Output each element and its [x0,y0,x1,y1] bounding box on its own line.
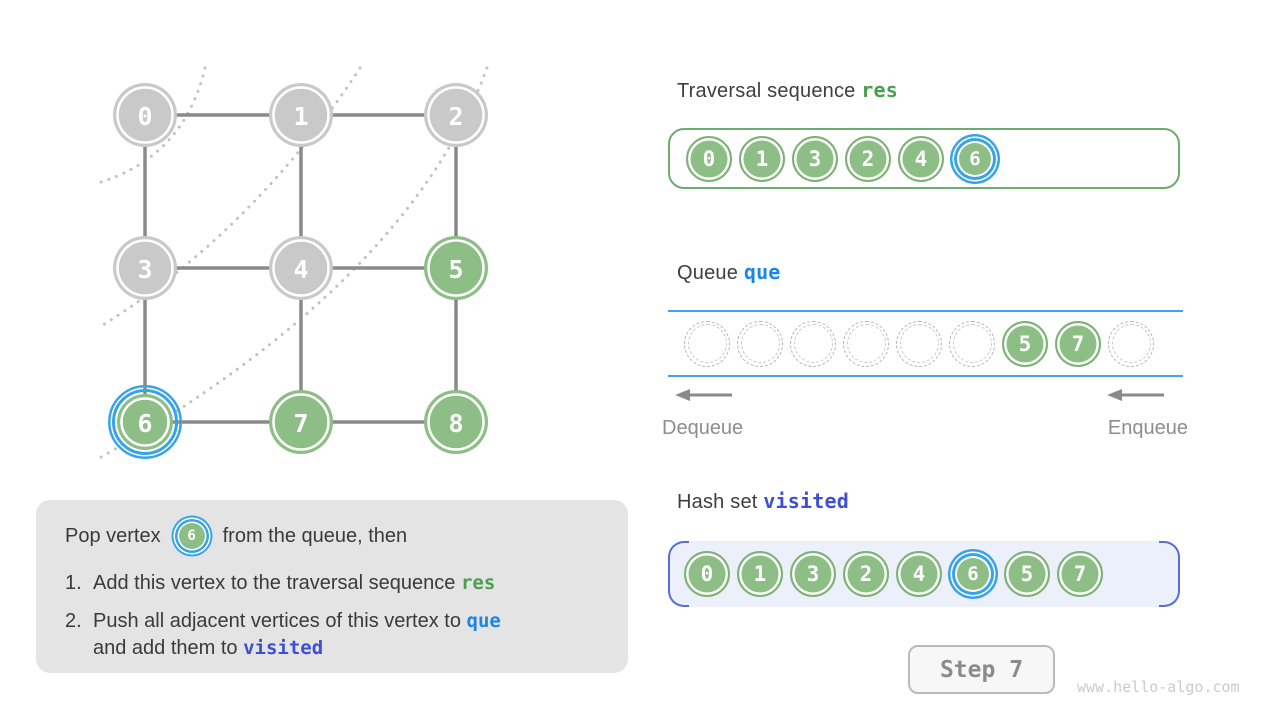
watermark: www.hello-algo.com [1077,678,1240,696]
node-circle-7: 7 [1055,320,1101,367]
node-circle-4: 4 [896,551,942,597]
step-button[interactable]: Step 7 [908,645,1055,694]
vertex-7: 7 [269,390,333,454]
enqueue-arrow-icon [1107,389,1164,401]
queue-empty-slot [896,320,942,367]
vertex-label-6: 6 [137,409,152,438]
vertex-6: 6 [108,385,182,459]
node-circle-3: 3 [792,135,838,182]
node-circle-5: 5 [1002,320,1048,367]
popped-vertex-badge: 6 [178,523,205,549]
node-circle-1: 1 [739,135,785,182]
traversal-code-res: res [861,78,899,102]
vertex-label-8: 8 [448,409,463,438]
vertex-0: 0 [113,83,177,147]
instruction-step: 2.Push all adjacent vertices of this ver… [65,610,501,659]
hashset-left-bracket [668,541,689,607]
node-circle-0: 0 [686,135,732,182]
node-circle-5: 5 [1004,551,1050,597]
vertex-label-0: 0 [137,102,152,131]
vertex-5: 5 [424,236,488,300]
node-circle-2: 2 [845,135,891,182]
traversal-header: Traversal sequence res [677,78,898,103]
vertex-3: 3 [113,236,177,300]
queue-header: Queue que [677,260,781,285]
instruction-intro: Pop vertex 6 from the queue, then [65,523,628,549]
queue-empty-slot [843,320,889,367]
vertex-label-7: 7 [293,409,308,438]
vertex-1: 1 [269,83,333,147]
hashset-title: Hash set [677,491,758,513]
node-circle-2: 2 [843,551,889,597]
queue-empty-slot [949,320,995,367]
instruction-intro-before: Pop vertex [65,524,161,547]
traversal-title: Traversal sequence [677,80,856,102]
node-circle-6: 6 [957,558,989,590]
queue-empty-slot [790,320,836,367]
dequeue-arrow-icon [675,389,732,401]
vertex-2: 2 [424,83,488,147]
bfs-arc-1 [96,66,207,185]
hashset-right-bracket [1159,541,1180,607]
dequeue-label: Dequeue [662,417,744,439]
node-circle-4: 4 [898,135,944,182]
vertex-label-1: 1 [293,102,308,131]
vertex-label-2: 2 [448,102,463,131]
instruction-steps: 1.Add this vertex to the traversal seque… [65,570,628,662]
instruction-box: Pop vertex 6 from the queue, then 1.Add … [36,500,628,673]
node-circle-3: 3 [790,551,836,597]
queue-empty-slot [684,320,730,367]
queue-code-que: que [743,260,781,284]
vertex-4: 4 [269,236,333,300]
vertex-label-4: 4 [293,255,308,284]
queue-empty-slot [737,320,783,367]
node-circle-1: 1 [737,551,783,597]
vertex-label-3: 3 [137,255,152,284]
instruction-step: 1.Add this vertex to the traversal seque… [65,572,496,594]
graph-vertices: 0 1 2 3 4 5 6 7 8 [108,83,488,459]
node-circle-6: 6 [959,142,991,175]
bfs-graph: 0 1 2 3 4 5 6 7 8 [94,66,489,462]
hashset-code-visited: visited [763,489,849,513]
node-circle-7: 7 [1057,551,1103,597]
bfs-arc-2 [101,66,362,327]
node-circle-0: 0 [684,551,730,597]
queue-title: Queue [677,262,739,284]
vertex-label-5: 5 [448,255,463,284]
instruction-intro-after: from the queue, then [222,524,408,547]
enqueue-label: Enqueue [1107,417,1188,439]
vertex-8: 8 [424,390,488,454]
queue-empty-slot [1108,320,1154,367]
hashset-header: Hash set visited [677,489,849,514]
